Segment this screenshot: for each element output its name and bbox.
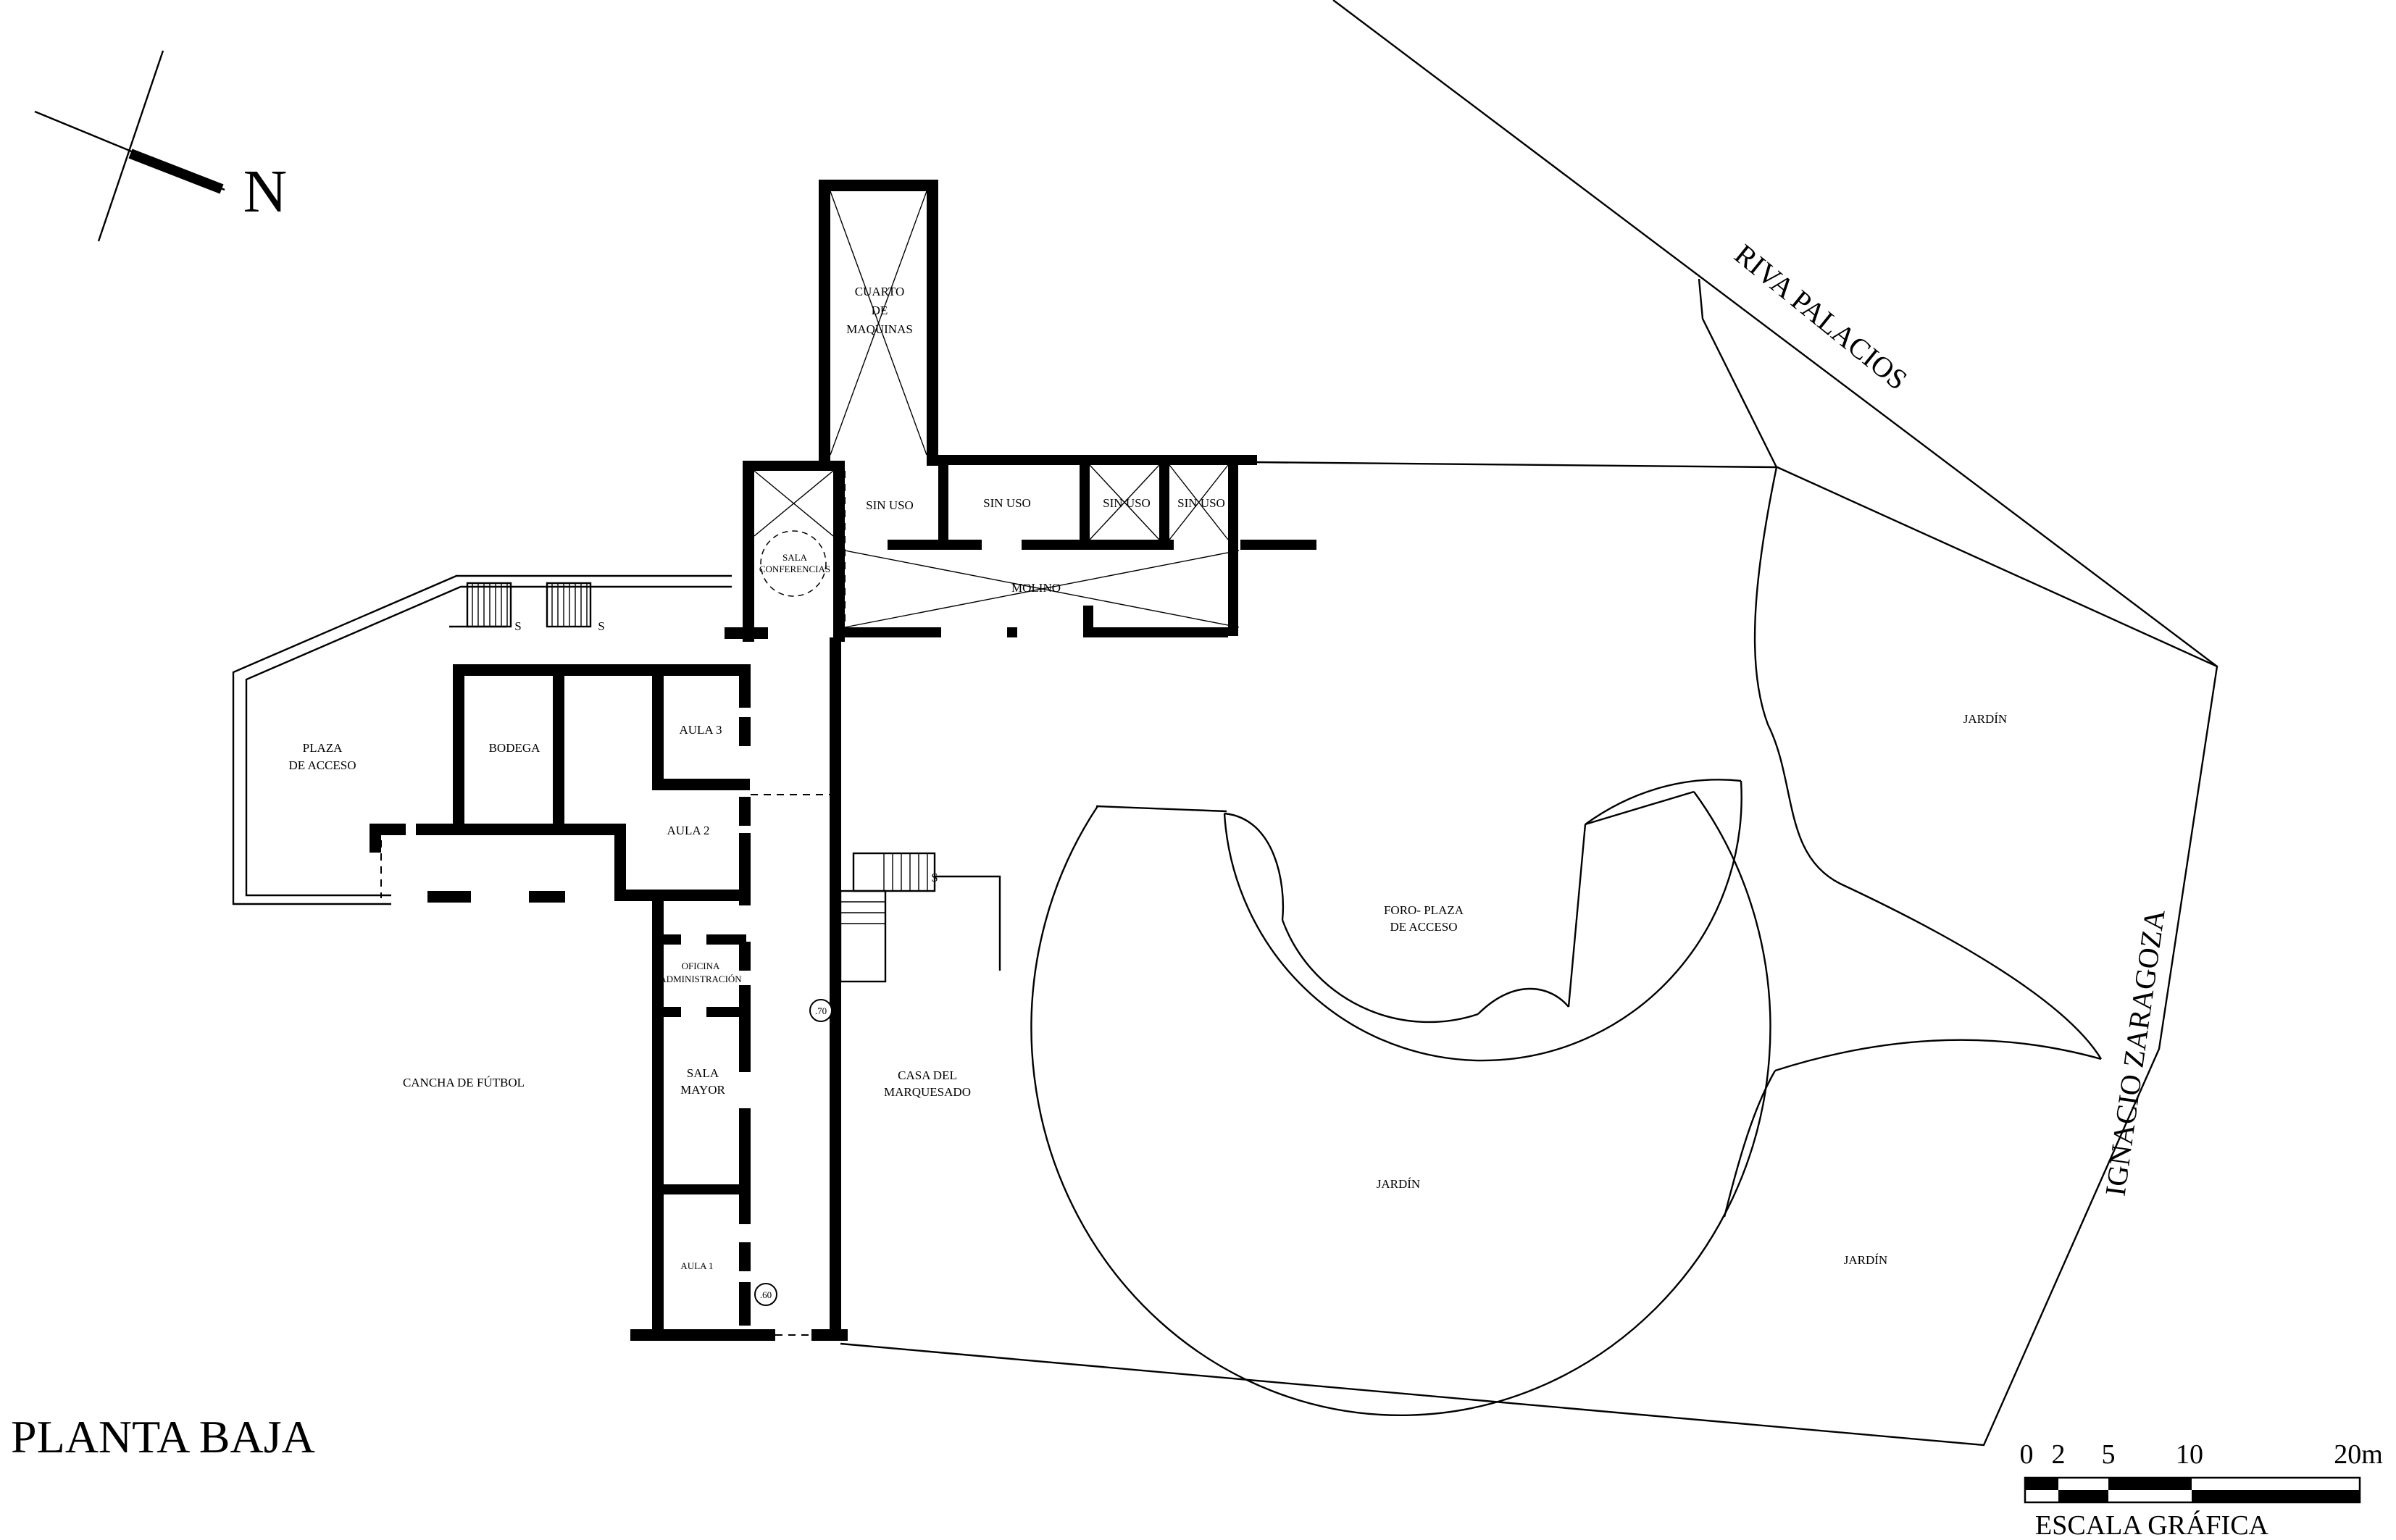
graphic-scale: 0 2 5 10 20m ESCALA GRÁFICA [2020,1439,2383,1540]
room-oficina-label: OFICINA [682,961,720,971]
room-sala-mayor-label: MAYOR [680,1083,725,1097]
soccer-field-label: CANCHA DE FÚTBOL [403,1076,525,1089]
room-sala-mayor-label: SALA [687,1066,719,1080]
conference-room-label: SALA [782,552,808,563]
level-markers: .70 .60 [754,999,832,1306]
mill-label: MOLINO [1011,581,1061,595]
forum-label: FORO- PLAZA [1384,903,1464,917]
scale-caption: ESCALA GRÁFICA [2035,1510,2269,1540]
room-sin-uso-label: SIN USO [1103,496,1151,510]
house-label: CASA DEL [898,1068,957,1082]
conference-room-label: CONFERENCIAS [759,564,830,574]
room-aula-2-label: AULA 2 [667,824,709,837]
room-bodega-label: BODEGA [489,741,541,755]
plaza-label: DE ACCESO [288,758,356,772]
west-wing: BODEGA AULA 3 AULA 2 OFICINA ADMINISTRAC… [288,637,848,1341]
scale-tick: 5 [2102,1439,2116,1470]
house-label: MARQUESADO [884,1085,971,1099]
stair-marker: S [514,619,521,633]
stairs-left: S S [449,582,605,633]
stair-marker: S [598,619,604,633]
area-labels: CANCHA DE FÚTBOL CASA DEL MARQUESADO FOR… [403,712,2007,1267]
room-sin-uso-label: SIN USO [866,498,914,512]
plan-title: PLANTA BAJA [11,1411,315,1462]
level-marker: .70 [815,1005,827,1016]
machine-room-label: MAQUINAS [846,322,913,336]
garden-label: JARDÍN [1377,1177,1420,1191]
scale-tick: 2 [2052,1439,2066,1470]
room-sin-uso-label: SIN USO [1177,496,1225,510]
scale-tick: 10 [2176,1439,2203,1470]
room-aula-3-label: AULA 3 [679,723,722,737]
stair-marker: S [931,871,938,884]
room-oficina-label: ADMINISTRACIÓN [659,974,742,984]
street-name: IGNACIO ZARAGOZA [2099,907,2171,1197]
stairs-right: S [839,852,1001,983]
machine-room-label: CUARTO [855,285,905,298]
room-sin-uso-label: SIN USO [983,496,1031,510]
room-aula-1-label: AULA 1 [680,1260,713,1271]
north-block: SIN USO SIN USO SIN USO SIN USO SALA CON… [725,455,1316,642]
machine-room: CUARTO DE MAQUINAS [819,180,938,466]
forum-label: DE ACCESO [1390,920,1457,934]
level-marker: .60 [760,1289,772,1300]
north-label: N [243,158,288,225]
scale-tick: 20m [2334,1439,2383,1470]
site-boundary [840,0,2218,1447]
garden-arcs [1030,779,2102,1416]
machine-room-label: DE [872,304,888,317]
plaza-outline [232,574,732,905]
garden-label: JARDÍN [1963,712,2007,726]
north-arrow: N [34,50,288,242]
street-name: RIVA PALACIOS [1729,238,1914,396]
garden-label: JARDÍN [1844,1253,1887,1267]
scale-tick: 0 [2020,1439,2034,1470]
plaza-label: PLAZA [303,741,343,755]
